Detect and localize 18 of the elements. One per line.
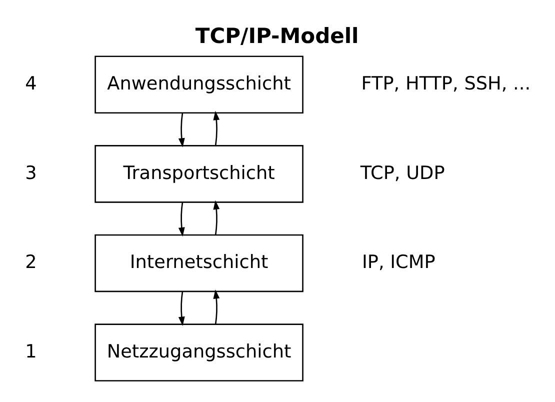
arrow <box>178 112 185 147</box>
node-label: 3 <box>25 162 37 184</box>
arrow <box>178 290 185 326</box>
arrow <box>213 289 220 324</box>
node-label: 1 <box>25 340 37 362</box>
node-box: Transportschicht <box>94 144 304 202</box>
node-box: Netzzugangsschicht <box>94 323 304 381</box>
label: FTP, HTTP, SSH, ... <box>361 72 531 94</box>
arrow <box>213 200 220 234</box>
node-label: 4 <box>25 72 37 94</box>
diagram-title: TCP/IP-Modell <box>195 22 359 48</box>
label: TCP, UDP <box>360 162 445 184</box>
arrow <box>178 202 185 236</box>
node-box: Anwendungsschicht <box>94 55 304 114</box>
node-label: 2 <box>25 252 37 273</box>
node-box: Internetschicht <box>94 234 304 292</box>
label: IP, ICMP <box>362 252 436 273</box>
arrow <box>213 110 220 145</box>
